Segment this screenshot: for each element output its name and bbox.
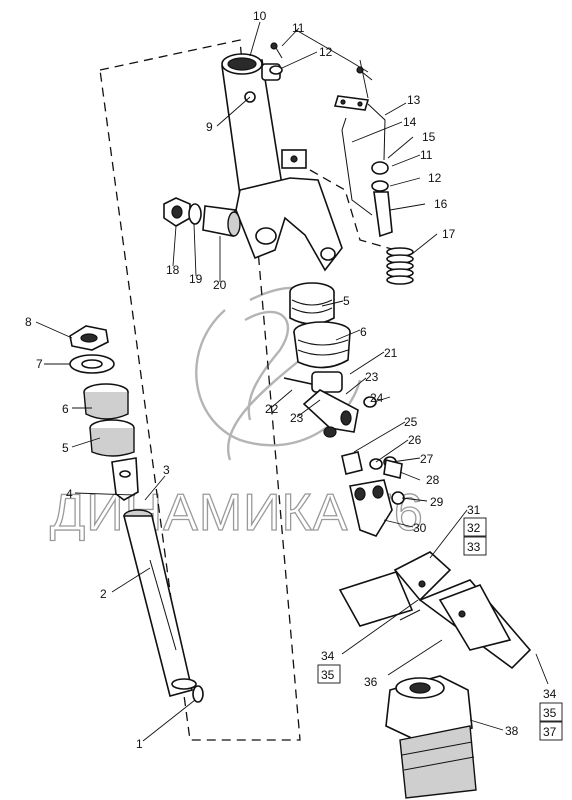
steering-unit-38 [385, 675, 477, 799]
callout-13: 13 [407, 93, 421, 107]
callout-15: 15 [422, 130, 436, 144]
callout-34-right: 34 [543, 687, 557, 701]
callout-35-right: 35 [543, 706, 557, 720]
callout-5-right: 5 [343, 294, 350, 308]
callout-24: 24 [370, 391, 384, 405]
column-bracket [235, 149, 343, 272]
lock-plate-18 [163, 197, 191, 227]
callout-2: 2 [100, 587, 107, 601]
callout-19: 19 [189, 272, 203, 286]
callout-17: 17 [442, 227, 456, 241]
linkage-boundary [309, 169, 396, 251]
callout-4: 4 [66, 487, 73, 501]
callout-37: 37 [543, 725, 557, 739]
callout-14: 14 [403, 115, 417, 129]
callout-11-upper: 11 [292, 21, 305, 35]
callout-20: 20 [213, 278, 227, 292]
washer-7 [69, 354, 115, 374]
bearing-6-left [83, 383, 129, 420]
callout-6-left: 6 [62, 402, 69, 416]
callout-6-right: 6 [360, 325, 367, 339]
callout-38: 38 [505, 724, 519, 738]
spring-17 [386, 247, 414, 285]
callout-25: 25 [404, 415, 418, 429]
callout-1: 1 [136, 737, 143, 751]
callout-33: 33 [467, 540, 481, 554]
key-1 [192, 685, 204, 703]
callout-26: 26 [408, 433, 422, 447]
shaft-2 [122, 509, 197, 697]
callout-35-left: 35 [321, 668, 335, 682]
fork-30 [349, 479, 405, 537]
column-tube [221, 53, 283, 196]
callout-28: 28 [426, 473, 440, 487]
callout-12-upper: 12 [319, 45, 333, 59]
bearing-upper-6 [293, 321, 351, 369]
fittings-25-28 [341, 451, 403, 479]
callout-18: 18 [166, 263, 180, 277]
callout-29: 29 [430, 495, 444, 509]
nut-8 [69, 325, 109, 351]
leader-lines [35, 21, 549, 742]
bearing-upper-5 [289, 282, 335, 325]
bolt-11-upper [269, 42, 373, 81]
callout-labels: 1 2 3 4 5 5 6 6 7 8 9 10 11 11 12 12 13 … [25, 9, 557, 751]
clamp-assembly-21 [283, 371, 377, 438]
callout-16: 16 [434, 197, 448, 211]
callout-5-left: 5 [62, 441, 69, 455]
pedal-bracket [338, 551, 532, 670]
callout-9: 9 [206, 120, 213, 134]
callout-27: 27 [420, 452, 434, 466]
callout-21: 21 [384, 346, 398, 360]
bracket-4 [111, 457, 139, 501]
callout-10: 10 [253, 9, 267, 23]
lock-spring-20 [202, 205, 241, 237]
callout-32: 32 [467, 521, 481, 535]
callout-34-left: 34 [321, 649, 335, 663]
callout-23-upper: 23 [365, 370, 379, 384]
callout-23-lower: 23 [290, 411, 304, 425]
callout-22: 22 [265, 402, 279, 416]
callout-31: 31 [467, 503, 481, 517]
callout-3: 3 [163, 463, 170, 477]
callout-8: 8 [25, 315, 32, 329]
linkage-rod [333, 95, 393, 238]
spring-washer-19 [188, 203, 202, 225]
callout-36: 36 [364, 675, 378, 689]
bearing-5-left [89, 419, 135, 457]
callout-30: 30 [413, 521, 427, 535]
callout-7: 7 [36, 357, 43, 371]
callout-11-lower: 11 [420, 148, 433, 162]
label-frames [317, 517, 563, 741]
callout-12-lower: 12 [428, 171, 442, 185]
assembly-boundary [99, 39, 301, 741]
